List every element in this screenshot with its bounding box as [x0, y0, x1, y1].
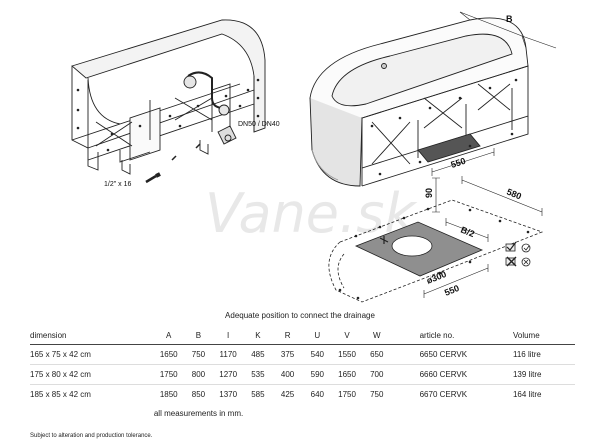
cell-v: 1550 [338, 350, 356, 359]
dimension-550-upper-label: 550 [450, 156, 467, 170]
cell-v: 1650 [332, 364, 362, 385]
header-article: article no. [419, 331, 455, 340]
cell-volume: 139 litre [512, 364, 575, 385]
table-row: 165 x 75 x 42 cm 1650 750 1170 485 375 5… [30, 345, 575, 365]
table-header-row: dimension A B I K R U V W article no. Vo… [30, 327, 575, 345]
header-v: V [344, 331, 350, 340]
cell-v: 1750 [332, 384, 362, 404]
cell-i: 1370 [213, 384, 244, 404]
watermark: Vane.sk [205, 182, 418, 245]
cell-r: 425 [272, 384, 303, 404]
cell-dimension: 165 x 75 x 42 cm [30, 350, 91, 359]
cell-k: 485 [251, 350, 265, 359]
cell-volume: 164 litre [512, 384, 575, 404]
cell-b: 750 [191, 350, 206, 359]
cell-a: 1750 [153, 364, 184, 385]
dimension-b [459, 11, 557, 49]
table-row: 185 x 85 x 42 cm 1850 850 1370 585 425 6… [30, 384, 575, 404]
header-u: U [314, 331, 321, 340]
header-b: B [195, 331, 202, 340]
dimension-b2-label: B/2 [459, 225, 476, 240]
dimension-580 [461, 176, 543, 216]
cell-b: 850 [183, 384, 214, 404]
cell-dimension: 175 x 80 x 42 cm [30, 364, 154, 385]
cell-dimension: 185 x 85 x 42 cm [30, 384, 154, 404]
technical-drawing: Vane.sk [71, 11, 557, 303]
cell-article: 6650 CERVK [419, 350, 468, 359]
dimension-550-upper [431, 148, 495, 176]
dimension-b-label: B [506, 14, 513, 24]
dimension-90-label: 90 [424, 188, 434, 198]
cell-i: 1270 [213, 364, 244, 385]
dn-label: DN50 / DN40 [238, 121, 280, 128]
dimension-b2 [445, 218, 489, 242]
header-dimension: dimension [30, 331, 67, 340]
cell-article: 6670 CERVK [391, 384, 513, 404]
cross-icon [505, 256, 531, 267]
cell-volume: 116 litre [512, 350, 541, 359]
cell-a: 1850 [153, 384, 184, 404]
cell-u: 590 [302, 364, 333, 385]
cell-i: 1170 [219, 350, 237, 359]
header-a: A [166, 331, 172, 340]
header-w: W [372, 331, 381, 340]
header-volume: Volume [512, 331, 540, 340]
dimension-550-lower [423, 264, 489, 298]
cell-r: 400 [272, 364, 303, 385]
frame-drawing [71, 19, 266, 184]
cell-w: 700 [361, 364, 392, 385]
measurement-unit-note: all measurements in mm. [153, 409, 244, 418]
header-k: K [255, 331, 261, 340]
cell-r: 375 [280, 350, 295, 359]
cell-k: 585 [243, 384, 273, 404]
cell-article: 6660 CERVK [391, 364, 513, 385]
table-row: 175 x 80 x 42 cm 1750 800 1270 535 400 5… [30, 364, 575, 385]
cell-u: 640 [302, 384, 333, 404]
cell-u: 540 [310, 350, 324, 359]
table-footer-row: all measurements in mm. [30, 404, 575, 423]
drawing-caption: Adequate position to connect the drainag… [225, 311, 375, 320]
cell-a: 1650 [159, 350, 178, 359]
dimensions-table: dimension A B I K R U V W article no. Vo… [30, 327, 575, 423]
cell-w: 650 [370, 350, 384, 359]
bathtub-drawing [309, 17, 529, 187]
disclaimer-note: Subject to alteration and production tol… [30, 433, 153, 439]
header-r: R [284, 331, 291, 340]
cell-w: 750 [361, 384, 392, 404]
screw-label: 1/2" x 16 [104, 181, 131, 188]
header-i: I [227, 331, 230, 340]
dimension-580-label: 580 [505, 187, 523, 202]
check-icon [505, 241, 531, 253]
cell-k: 535 [243, 364, 273, 385]
cell-b: 800 [183, 364, 214, 385]
floor-plan [328, 199, 544, 303]
